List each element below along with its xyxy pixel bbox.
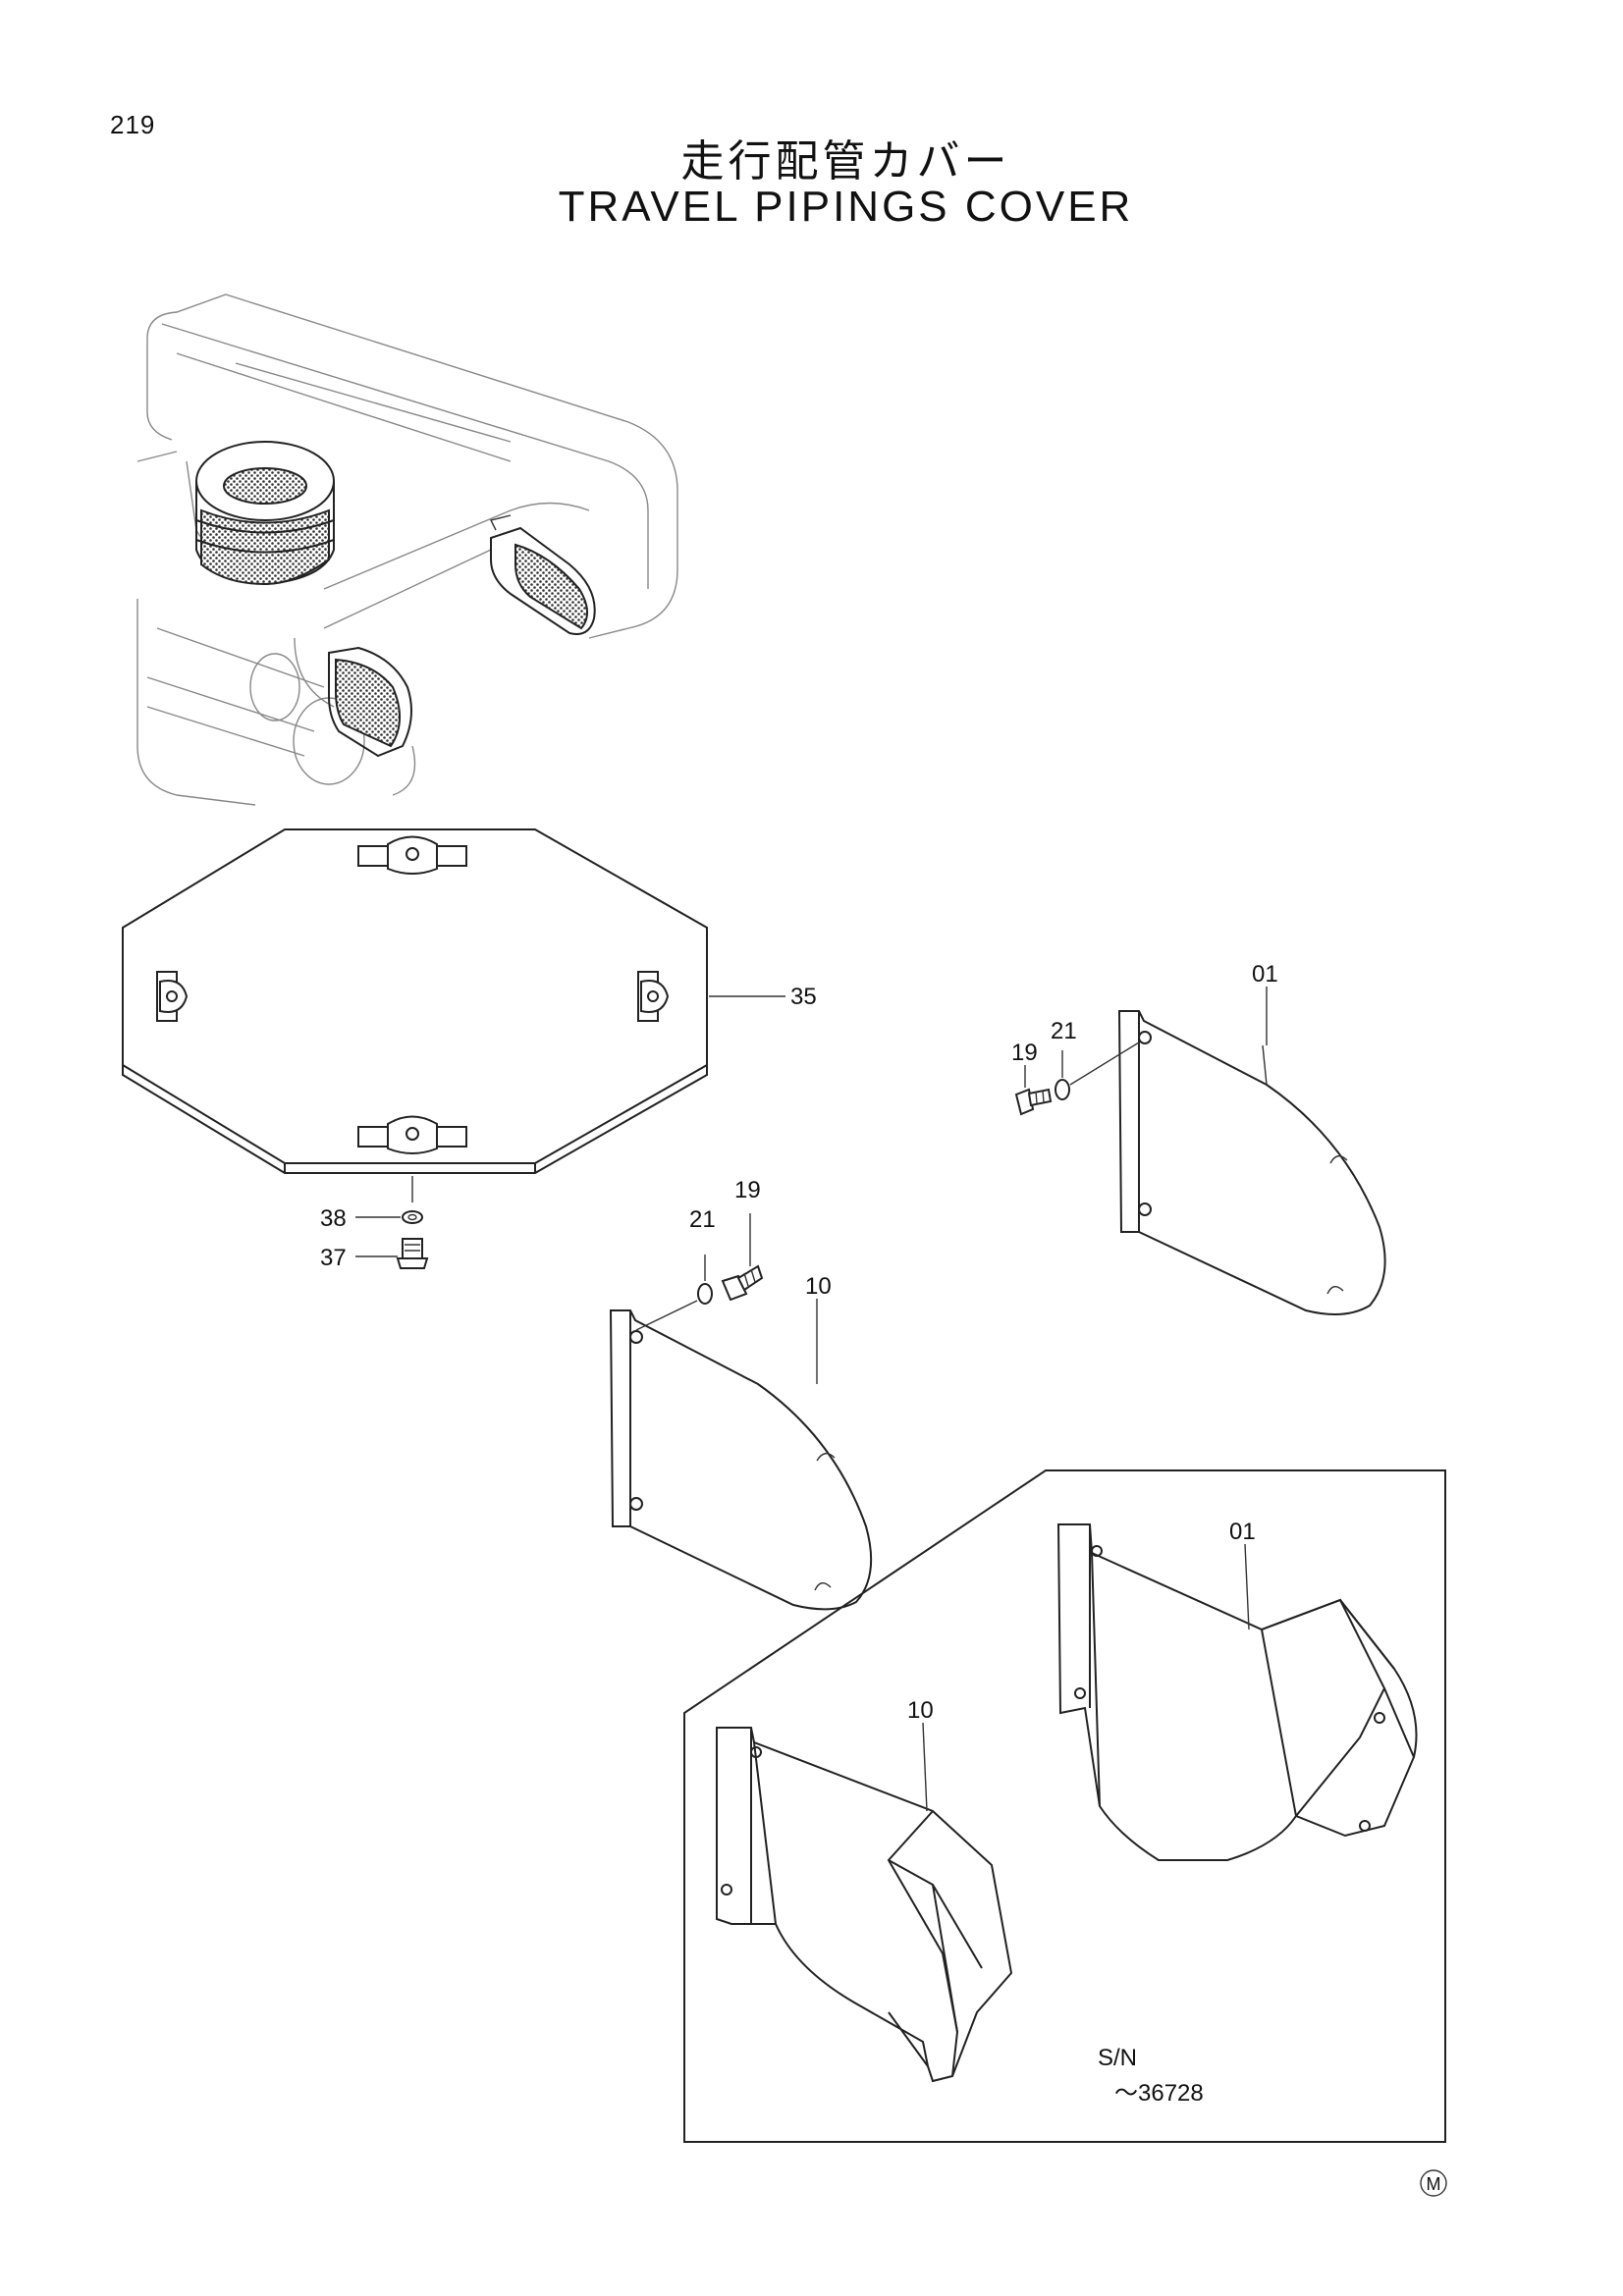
callout-37: 37 <box>320 1245 347 1271</box>
circled-m-mark: M <box>1420 2169 1447 2197</box>
callout-10-lower: 10 <box>907 1697 934 1724</box>
washer-38 <box>402 1210 423 1224</box>
mark-symbol: M <box>1427 2174 1441 2194</box>
cover-10-serial <box>716 1727 1013 2083</box>
callout-19-upper: 19 <box>1011 1040 1038 1066</box>
callout-21-upper: 21 <box>1051 1018 1077 1044</box>
callout-19-middle: 19 <box>734 1177 761 1203</box>
bolt-19-middle <box>721 1264 764 1302</box>
serial-inset-box <box>683 1469 1446 2143</box>
cover-plate-01-upper <box>1117 1010 1386 1315</box>
title-japanese: 走行配管カバー <box>680 137 1011 186</box>
washer-21-middle <box>697 1283 713 1305</box>
callout-35: 35 <box>790 984 817 1010</box>
title-english: TRAVEL PIPINGS COVER <box>558 183 1134 231</box>
page-number: 219 <box>110 110 156 139</box>
bolt-19-upper <box>1014 1088 1053 1116</box>
callout-01-lower: 01 <box>1229 1519 1256 1545</box>
serial-label: S/N <box>1098 2045 1137 2071</box>
cover-plate-10-middle <box>609 1309 873 1611</box>
callout-38: 38 <box>320 1205 347 1232</box>
undercarriage-overview <box>136 294 678 806</box>
callout-10-middle: 10 <box>805 1273 832 1300</box>
cover-01-serial <box>1056 1523 1418 1861</box>
bolt-37 <box>396 1238 429 1269</box>
washer-21-upper <box>1055 1079 1070 1100</box>
callout-21-middle: 21 <box>689 1206 716 1233</box>
callout-01-upper: 01 <box>1252 961 1278 988</box>
serial-range: ～36728 <box>1114 2080 1204 2107</box>
octagon-cover-plate <box>122 828 708 1174</box>
